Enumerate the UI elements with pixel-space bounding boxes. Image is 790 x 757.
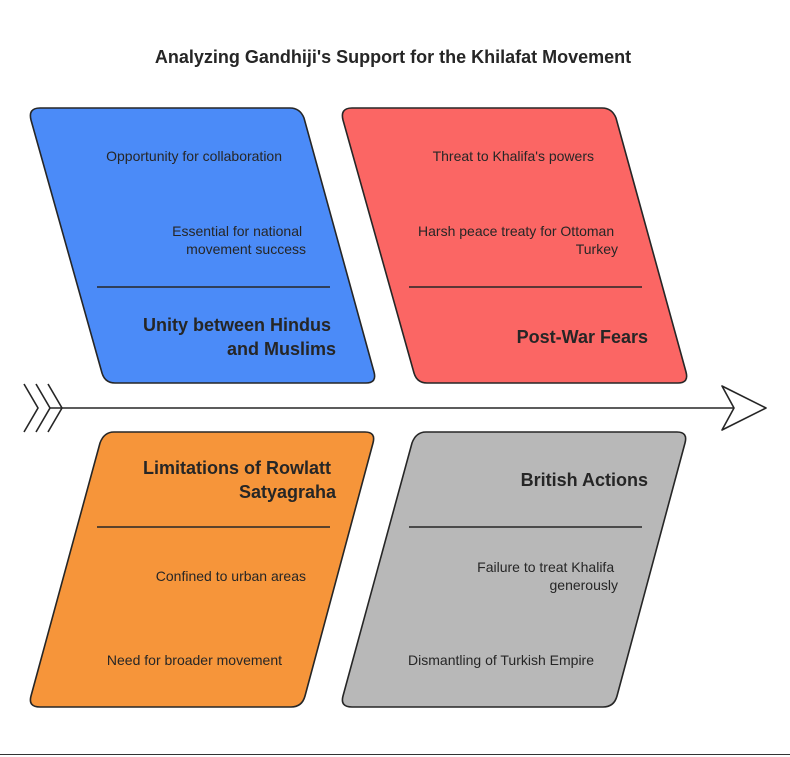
bottom-rule xyxy=(0,754,790,755)
unity-title: Unity between Hindus and Muslims xyxy=(143,315,336,359)
british-title: British Actions xyxy=(521,470,648,490)
cause-shape-unity xyxy=(29,107,376,384)
cause-shape-fears xyxy=(341,107,688,384)
tail-feather-2 xyxy=(35,383,51,433)
cause-shape-rowlatt xyxy=(29,431,375,708)
arrow-head xyxy=(721,385,767,431)
cause-box-rowlatt: Limitations of Rowlatt Satyagraha Confin… xyxy=(29,431,375,708)
british-item-2: Dismantling of Turkish Empire xyxy=(408,652,594,668)
rowlatt-title: Limitations of Rowlatt Satyagraha xyxy=(143,458,337,502)
spine-arrow xyxy=(23,383,767,433)
fears-item-2: Harsh peace treaty for Ottoman Turkey xyxy=(418,223,618,257)
diagram-title: Analyzing Gandhiji's Support for the Khi… xyxy=(154,47,632,67)
cause-box-british: British Actions Failure to treat Khalifa… xyxy=(341,431,687,708)
rowlatt-item-2: Need for broader movement xyxy=(107,652,282,668)
british-item-1: Failure to treat Khalifa generously xyxy=(477,559,618,593)
cause-box-fears: Threat to Khalifa's powers Harsh peace t… xyxy=(341,107,688,384)
fears-title: Post-War Fears xyxy=(517,327,648,347)
unity-item-2: Essential for national movement success xyxy=(172,223,306,257)
cause-shape-british xyxy=(341,431,687,708)
rowlatt-item-1: Confined to urban areas xyxy=(156,568,306,584)
tail-feather-3 xyxy=(47,383,63,433)
tail-feather-1 xyxy=(23,383,39,433)
unity-item-1: Opportunity for collaboration xyxy=(106,148,282,164)
cause-box-unity: Opportunity for collaboration Essential … xyxy=(29,107,376,384)
fears-item-1: Threat to Khalifa's powers xyxy=(433,148,594,164)
